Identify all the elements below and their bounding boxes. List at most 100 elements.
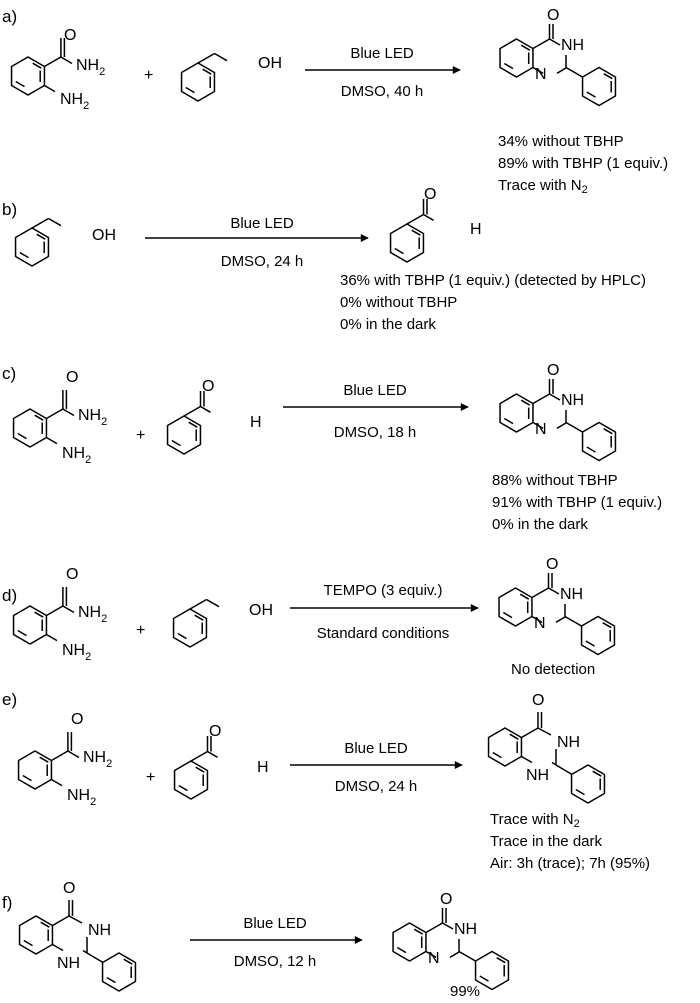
result-line: 0% in the dark — [340, 316, 436, 333]
result-line: Air: 3h (trace); 7h (95%) — [490, 855, 651, 872]
scheme-c: c) O NH2 NH2 + O H Blue LED DMSO, 18 h O… — [0, 355, 700, 555]
scheme-f-drawing: f) O NH NH Blue LED DMSO, 12 h O NH N — [2, 880, 700, 992]
scheme-c-drawing: c) O NH2 NH2 + O H Blue LED DMSO, 18 h O… — [2, 362, 700, 466]
scheme-a: a) O NH2 NH2 + OH Blue LED DMSO, 40 h O … — [0, 0, 700, 200]
result-notes: No detection — [511, 659, 595, 681]
result-line: 0% in the dark — [492, 516, 588, 533]
plus-sign: + — [144, 67, 153, 84]
quinazolinone-product: O NH N — [499, 556, 614, 655]
result-notes: 36% with TBHP (1 equiv.) (detected by HP… — [340, 270, 646, 336]
svg-text:NH: NH — [561, 37, 584, 54]
svg-text:NH: NH — [560, 586, 583, 603]
reaction-arrow: Blue LED DMSO, 24 h — [290, 740, 463, 795]
benzyl-alcohol-structure: OH — [174, 600, 273, 648]
svg-text:O: O — [440, 891, 452, 908]
svg-text:OH: OH — [258, 55, 282, 72]
2-aminobenzamide-structure: O NH2 NH2 — [14, 369, 107, 466]
result-line: 99% — [450, 983, 481, 1000]
reaction-arrow: Blue LED DMSO, 12 h — [190, 915, 363, 970]
svg-text:O: O — [66, 566, 78, 583]
scheme-label: f) — [2, 893, 12, 912]
result-line: 34% without TBHP — [498, 133, 624, 150]
arrow-condition-below: DMSO, 40 h — [341, 83, 424, 100]
arrow-condition-above: Blue LED — [350, 45, 414, 62]
scheme-b-drawing: b) OH Blue LED DMSO, 24 h O H — [2, 186, 482, 270]
result-notes: Trace with N2 Trace in the dark Air: 3h … — [490, 809, 650, 875]
2-aminobenzamide-structure: O NH2 NH2 — [12, 27, 105, 112]
arrow-condition-above: TEMPO (3 equiv.) — [324, 582, 443, 599]
svg-text:H: H — [250, 414, 262, 431]
svg-text:O: O — [547, 362, 559, 379]
scheme-label: a) — [2, 7, 17, 26]
scheme-label: b) — [2, 200, 17, 219]
svg-text:OH: OH — [92, 227, 116, 244]
reaction-arrow: TEMPO (3 equiv.) Standard conditions — [290, 582, 479, 642]
result-line: 0% without TBHP — [340, 294, 458, 311]
quinazolinone-product: O NH N — [500, 7, 615, 106]
svg-text:NH2: NH2 — [76, 57, 105, 78]
result-line: Trace in the dark — [490, 833, 602, 850]
svg-text:NH: NH — [57, 955, 80, 972]
scheme-label: c) — [2, 364, 16, 383]
scheme-e: e) O NH2 NH2 + O H Blue LED DMSO, 24 h — [0, 685, 700, 880]
svg-text:N: N — [535, 421, 547, 438]
arrow-condition-below: DMSO, 24 h — [335, 778, 418, 795]
plus-sign: + — [136, 622, 145, 639]
svg-text:NH2: NH2 — [78, 407, 107, 428]
scheme-label: e) — [2, 690, 17, 709]
scheme-f: f) O NH NH Blue LED DMSO, 12 h O NH N — [0, 880, 700, 1002]
svg-text:O: O — [63, 880, 75, 897]
2-aminobenzamide-structure: O NH2 NH2 — [19, 711, 112, 808]
arrow-condition-below: DMSO, 24 h — [221, 253, 304, 270]
arrow-condition-below: Standard conditions — [317, 625, 450, 642]
scheme-label: d) — [2, 586, 17, 605]
arrow-condition-above: Blue LED — [230, 215, 294, 232]
svg-text:O: O — [209, 723, 221, 740]
benzyl-alcohol-structure: OH — [182, 54, 282, 102]
svg-text:NH2: NH2 — [67, 787, 96, 808]
dihydroquinazolinone-product: O NH NH — [487, 692, 606, 804]
svg-text:NH: NH — [454, 921, 477, 938]
quinazolinone-product: O NH N — [393, 891, 508, 990]
2-aminobenzamide-structure: O NH2 NH2 — [14, 566, 107, 663]
result-line: Trace with N2 — [498, 177, 588, 196]
svg-text:O: O — [71, 711, 83, 728]
plus-sign: + — [136, 427, 145, 444]
svg-text:NH: NH — [88, 922, 111, 939]
result-line: Trace with N2 — [490, 811, 580, 830]
result-line: No detection — [511, 661, 596, 678]
svg-text:O: O — [546, 556, 558, 573]
svg-text:NH: NH — [561, 392, 584, 409]
svg-text:NH: NH — [526, 767, 549, 784]
benzaldehyde-structure: O H — [168, 378, 262, 454]
svg-text:O: O — [532, 692, 544, 709]
quinazolinone-product: O NH N — [500, 362, 615, 461]
svg-text:H: H — [470, 221, 482, 238]
result-line: 36% with TBHP (1 equiv.) (detected by HP… — [340, 272, 646, 289]
svg-text:O: O — [66, 369, 78, 386]
svg-text:NH: NH — [557, 734, 580, 751]
result-line: 88% without TBHP — [492, 472, 618, 489]
svg-text:NH2: NH2 — [62, 642, 91, 663]
svg-text:H: H — [257, 759, 269, 776]
svg-text:O: O — [64, 27, 76, 44]
reaction-arrow: Blue LED DMSO, 24 h — [145, 215, 369, 270]
plus-sign: + — [146, 769, 155, 786]
result-notes: 88% without TBHP 91% with TBHP (1 equiv.… — [492, 470, 662, 536]
scheme-e-drawing: e) O NH2 NH2 + O H Blue LED DMSO, 24 h — [2, 690, 606, 808]
arrow-condition-above: Blue LED — [344, 740, 408, 757]
reaction-arrow: Blue LED DMSO, 40 h — [305, 45, 461, 100]
svg-text:N: N — [534, 615, 546, 632]
svg-text:O: O — [547, 7, 559, 24]
arrow-condition-below: DMSO, 18 h — [334, 424, 417, 441]
svg-text:OH: OH — [249, 602, 273, 619]
svg-text:N: N — [535, 66, 547, 83]
svg-text:NH2: NH2 — [78, 604, 107, 625]
svg-text:NH2: NH2 — [62, 445, 91, 466]
result-line: 89% with TBHP (1 equiv.) — [498, 155, 669, 172]
svg-text:NH2: NH2 — [83, 749, 112, 770]
arrow-condition-above: Blue LED — [343, 382, 407, 399]
svg-text:O: O — [202, 378, 214, 395]
svg-text:O: O — [424, 186, 436, 203]
svg-text:NH2: NH2 — [60, 91, 89, 112]
